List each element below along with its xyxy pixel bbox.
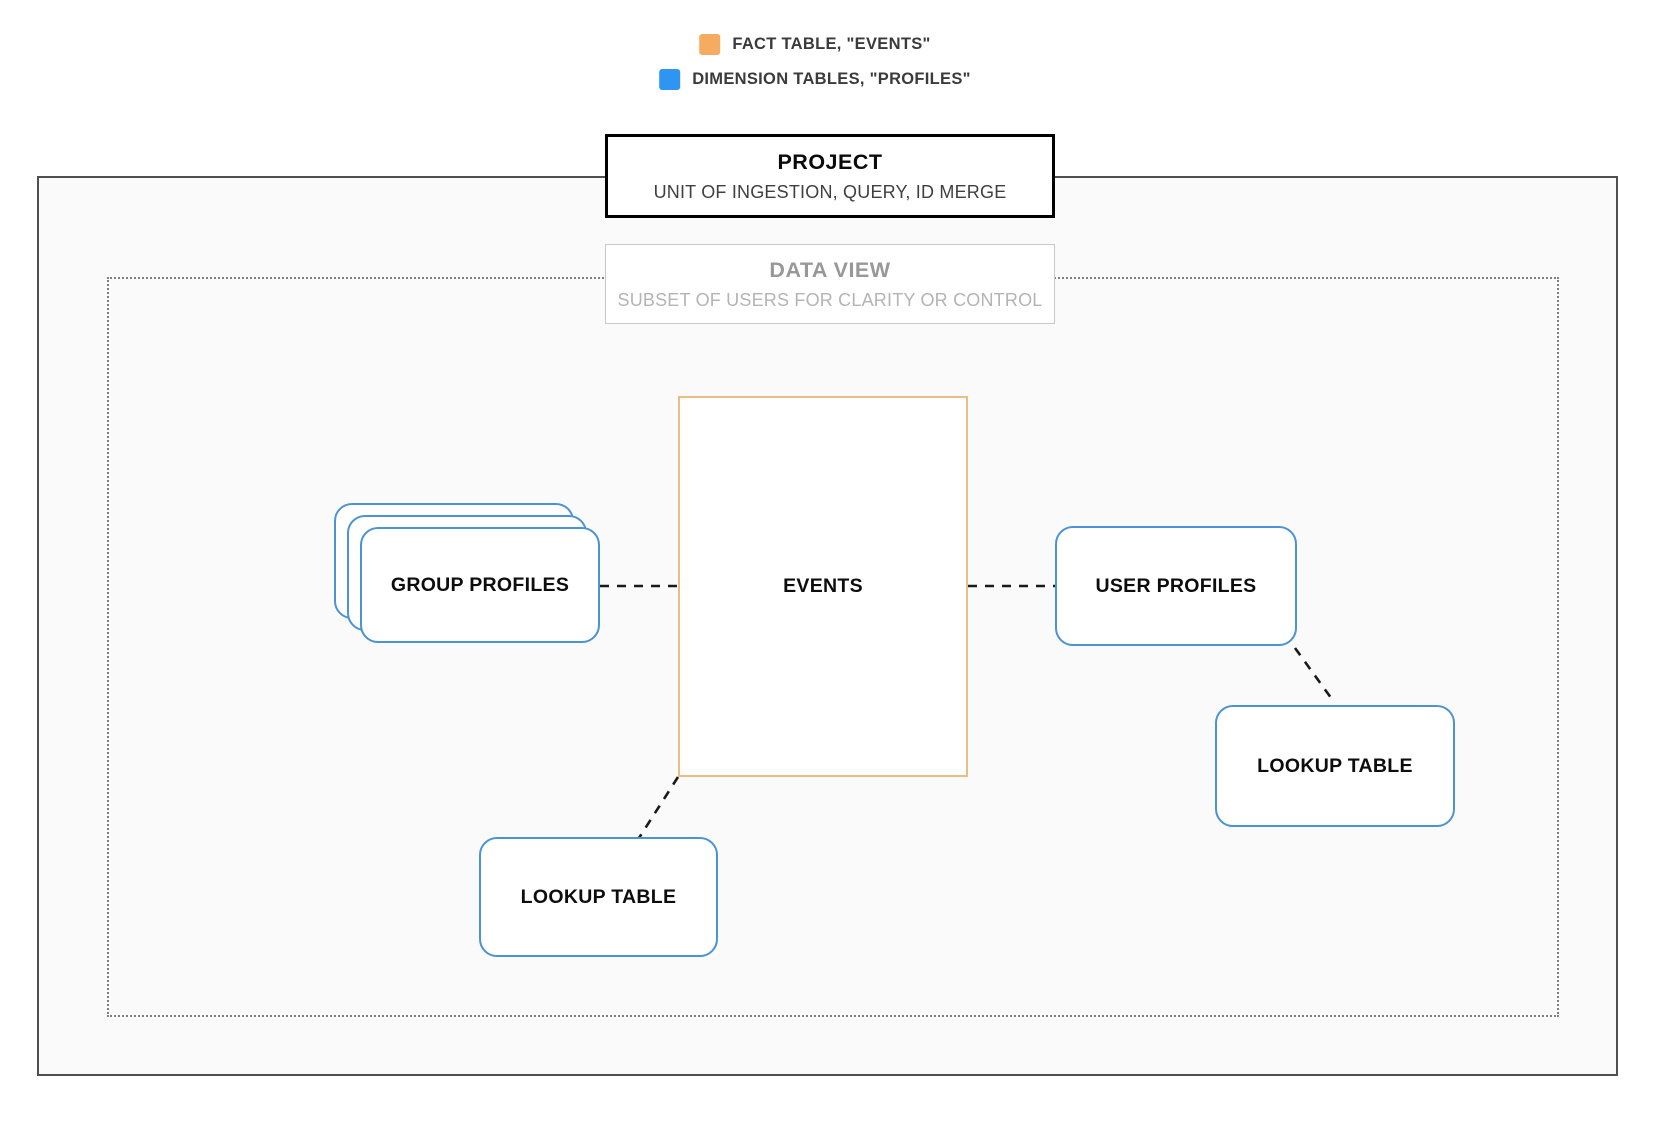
lookup-table-right-node: LOOKUP TABLE bbox=[1215, 705, 1455, 827]
legend-item-fact-table: FACT TABLE, "EVENTS" bbox=[699, 34, 930, 55]
events-node: EVENTS bbox=[678, 396, 968, 777]
data-view-title: DATA VIEW bbox=[769, 257, 891, 282]
events-label: EVENTS bbox=[783, 575, 863, 597]
fact-table-legend-label: FACT TABLE, "EVENTS" bbox=[732, 35, 931, 53]
user-profiles-label: USER PROFILES bbox=[1095, 574, 1257, 597]
legend-item-dimension-tables: DIMENSION TABLES, "PROFILES" bbox=[659, 69, 971, 90]
legend: FACT TABLE, "EVENTS" DIMENSION TABLES, "… bbox=[659, 34, 971, 90]
dimension-tables-legend-label: DIMENSION TABLES, "PROFILES" bbox=[692, 70, 971, 88]
project-title: PROJECT bbox=[777, 149, 883, 174]
data-view-subtitle: SUBSET OF USERS FOR CLARITY OR CONTROL bbox=[617, 289, 1043, 310]
project-label-box: PROJECT UNIT OF INGESTION, QUERY, ID MER… bbox=[605, 134, 1055, 218]
lookup-table-bottom-label: LOOKUP TABLE bbox=[520, 885, 677, 908]
project-subtitle: UNIT OF INGESTION, QUERY, ID MERGE bbox=[653, 181, 1007, 202]
group-profiles-node: GROUP PROFILES bbox=[360, 527, 600, 643]
data-view-label-box: DATA VIEW SUBSET OF USERS FOR CLARITY OR… bbox=[605, 244, 1055, 324]
fact-table-swatch bbox=[699, 34, 721, 55]
group-profiles-label: GROUP PROFILES bbox=[390, 573, 570, 596]
lookup-table-right-label: LOOKUP TABLE bbox=[1257, 754, 1413, 777]
lookup-table-bottom-node: LOOKUP TABLE bbox=[479, 837, 718, 957]
dimension-tables-swatch bbox=[659, 69, 681, 90]
user-profiles-node: USER PROFILES bbox=[1055, 526, 1297, 646]
